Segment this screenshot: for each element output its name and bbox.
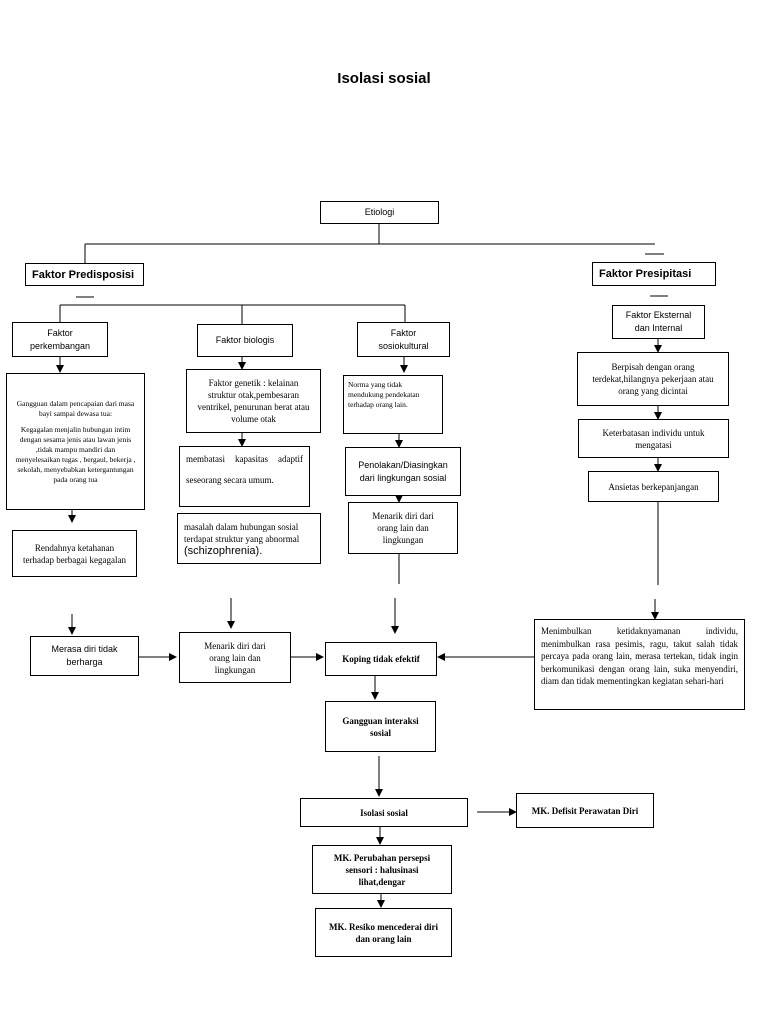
node-ansietas: Ansietas berkepanjangan [588,471,719,502]
node-keterbatasan: Keterbatasan individu untuk mengatasi [578,419,729,458]
gangguan-pencapaian-line-1: Gangguan dalam pencapaian dari masa bayi… [16,398,135,418]
node-faktor-sosiokultural: Faktor sosiokultural [357,322,450,357]
node-mk-defisit: MK. Defisit Perawatan Diri [516,793,654,828]
node-gangguan-interaksi: Gangguan interaksi sosial [325,701,436,752]
node-merasa-diri: Merasa diri tidak berharga [30,636,139,676]
node-faktor-predisposisi: Faktor Predisposisi [25,263,144,286]
node-penolakan: Penolakan/Diasingkan dari lingkungan sos… [345,447,461,496]
node-faktor-biologis: Faktor biologis [197,324,293,357]
gangguan-pencapaian-line-2: Kegagalan menjalin hubungan intim dengan… [15,424,136,484]
node-mk-perubahan: MK. Perubahan persepsi sensori : halusin… [312,845,452,894]
masalah-hubungan-text: masalah dalam hubungan sosial terdapat s… [184,521,300,557]
node-menimbulkan: Menimbulkan ketidaknyamanan individu, me… [534,619,745,710]
node-faktor-eksternal-internal: Faktor Eksternal dan Internal [612,305,705,339]
node-norma: Norma yang tidak mendukung pendekatan te… [343,375,443,434]
node-gangguan-pencapaian: Gangguan dalam pencapaian dari masa bayi… [6,373,145,510]
node-berpisah: Berpisah dengan orang terdekat,hilangnya… [577,352,729,406]
node-membatasi-kapasitas: membatasi kapasitas adaptif seseorang se… [179,446,310,507]
schizophrenia-label: (schizophrenia). [184,544,263,557]
node-isolasi-sosial: Isolasi sosial [300,798,468,827]
node-menarik-diri-tengah: Menarik diri dari orang lain dan lingkun… [179,632,291,683]
node-koping: Koping tidak efektif [325,642,437,676]
node-etiologi: Etiologi [320,201,439,224]
node-mk-resiko: MK. Resiko mencederai diri dan orang lai… [315,908,452,957]
node-masalah-hubungan: masalah dalam hubungan sosial terdapat s… [177,513,321,564]
node-rendahnya-ketahanan: Rendahnya ketahanan terhadap berbagai ke… [12,530,137,577]
node-menarik-diri-kanan: Menarik diri dari orang lain dan lingkun… [348,502,458,554]
node-faktor-perkembangan: Faktor perkembangan [12,322,108,357]
page-title: Isolasi sosial [337,70,431,87]
node-faktor-presipitasi: Faktor Presipitasi [592,262,716,286]
node-faktor-genetik: Faktor genetik : kelainan struktur otak,… [186,369,321,433]
